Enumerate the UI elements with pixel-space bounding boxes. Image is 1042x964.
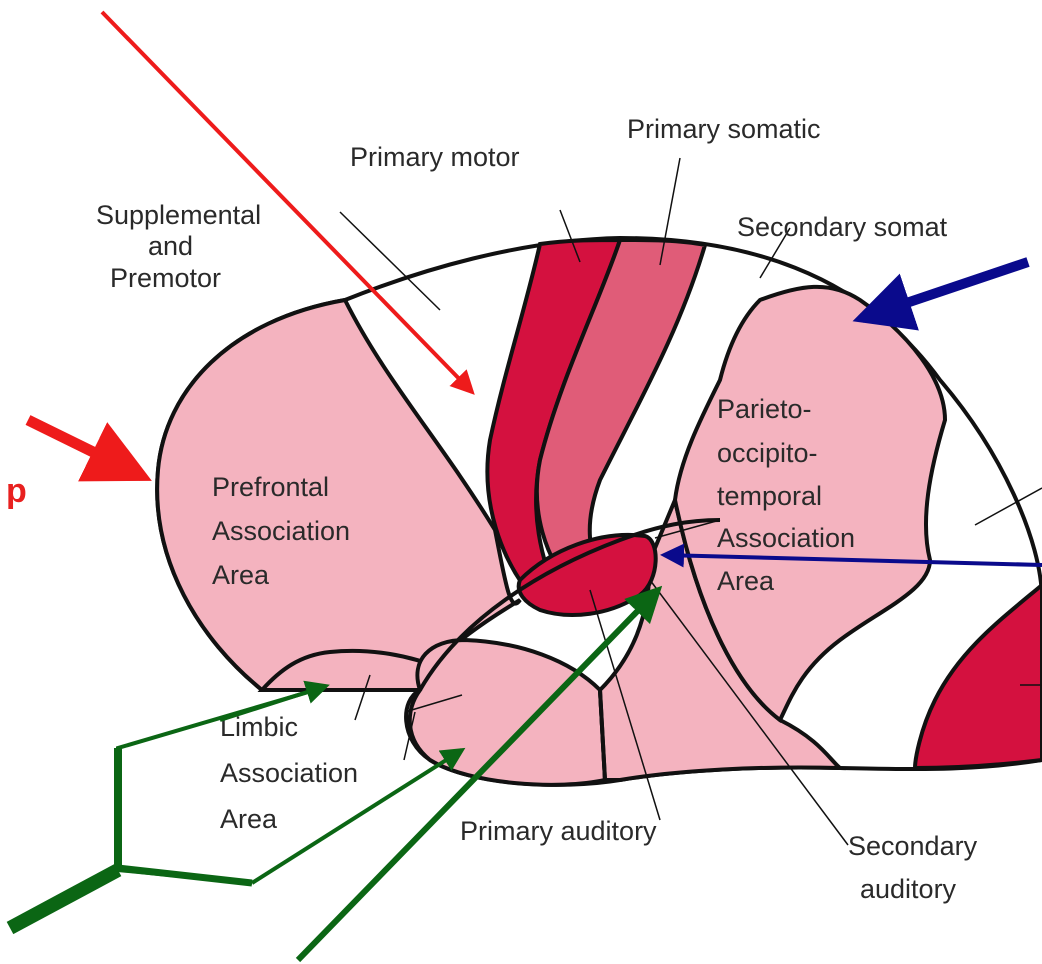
label-supplemental: Supplemental xyxy=(96,200,261,230)
label-parieto-2: occipito- xyxy=(717,438,818,468)
label-prefrontal-3: Area xyxy=(212,560,270,590)
label-prefrontal-1: Prefrontal xyxy=(212,472,329,502)
green-arrow-tail xyxy=(10,870,118,928)
label-limbic-2: Association xyxy=(220,758,358,788)
blue-arrow-upper xyxy=(862,262,1028,318)
label-parieto-3: temporal xyxy=(717,481,822,511)
label-primary-motor: Primary motor xyxy=(350,142,520,172)
label-parieto-1: Parieto- xyxy=(717,394,812,424)
label-primary-auditory: Primary auditory xyxy=(460,816,657,846)
label-secondary-auditory-2: auditory xyxy=(860,874,957,904)
label-secondary-somatic: Secondary somat xyxy=(737,212,948,242)
label-secondary-auditory-1: Secondary xyxy=(848,831,978,861)
edge-text-fragment: p xyxy=(6,472,27,510)
label-parieto-5: Area xyxy=(717,566,775,596)
red-arrow-short xyxy=(28,420,142,476)
label-and: and xyxy=(148,231,193,261)
label-parieto-4: Association xyxy=(717,523,855,553)
green-bracket-lower xyxy=(118,868,252,883)
label-primary-somatic: Primary somatic xyxy=(627,114,821,144)
label-premotor: Premotor xyxy=(110,263,221,293)
label-prefrontal-2: Association xyxy=(212,516,350,546)
label-limbic-3: Area xyxy=(220,804,278,834)
